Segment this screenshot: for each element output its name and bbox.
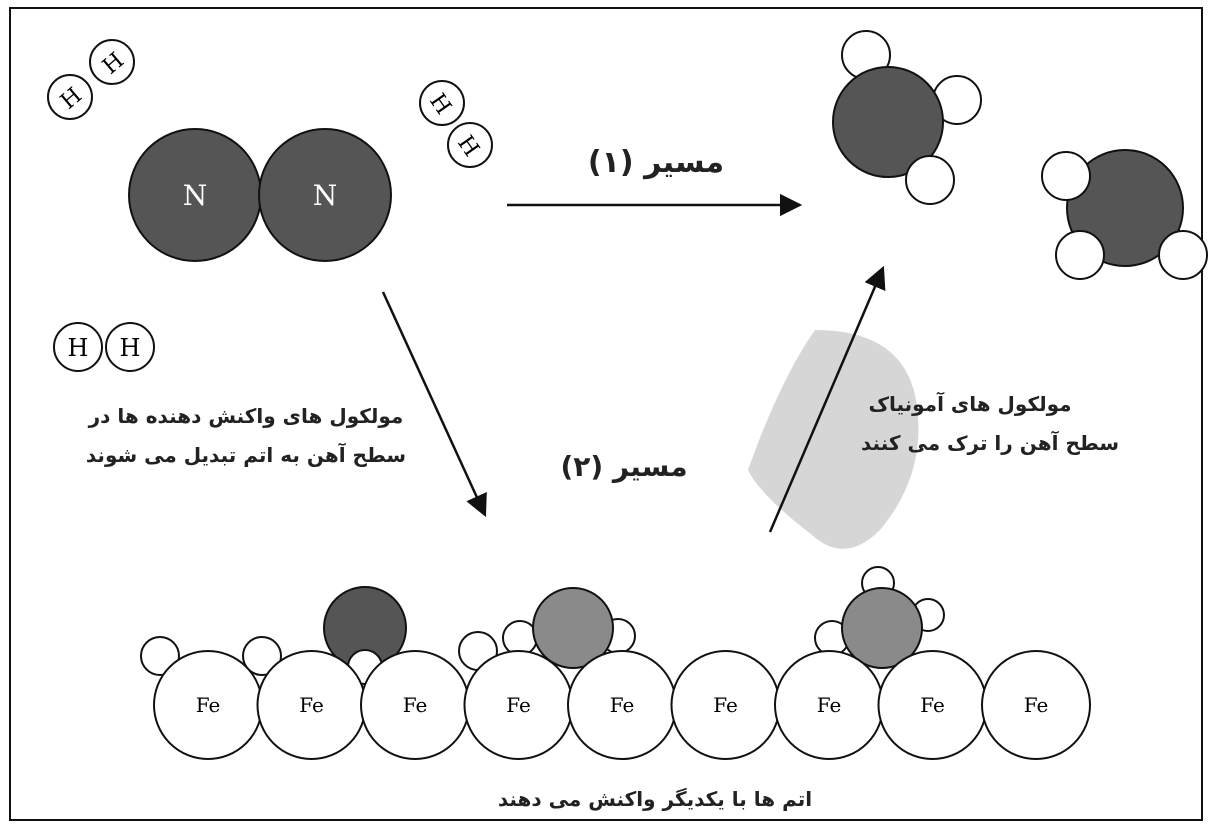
nitrogen-label: N [183, 179, 208, 212]
hydrogen-label: H [68, 334, 89, 362]
nitrogen-label: N [313, 179, 338, 212]
caption-atoms-react: اتم ها با یکدیگر واکنش می دهند [498, 787, 812, 811]
iron-label: Fe [1024, 693, 1049, 717]
caption-ammonia-leaves: مولکول های آمونیاک [868, 391, 1071, 416]
hydrogen-atom [1158, 230, 1208, 280]
caption-ammonia-leaves: سطح آهن را ترک می کنند [861, 430, 1119, 455]
hydrogen-atom [140, 636, 180, 676]
nitrogen-molecule: N N [128, 128, 392, 262]
hydrogen-label: H [120, 334, 141, 362]
hydrogen-atom [53, 322, 103, 372]
iron-atom [981, 650, 1091, 760]
iron-label: Fe [299, 693, 324, 717]
caption-reactants-to-atoms: مولکول های واکنش دهنده ها در [88, 404, 404, 428]
hydrogen-atom [905, 155, 955, 205]
hydrogen-atom [242, 636, 282, 676]
route-2-up-arrow [768, 265, 886, 533]
nitrogen-atom [258, 128, 392, 262]
nitrogen-atom [832, 66, 944, 178]
nitrogen-atom [841, 587, 923, 669]
hydrogen-atom [1041, 151, 1091, 201]
iron-label: Fe [403, 693, 428, 717]
hydrogen-molecule: H H [47, 39, 135, 120]
iron-label: Fe [196, 693, 221, 717]
caption-reactants-to-atoms: سطح آهن به اتم تبدیل می شوند [86, 442, 406, 467]
route-2-label: مسیر (۲) [560, 450, 687, 483]
iron-label: Fe [713, 693, 738, 717]
hydrogen-atom [47, 74, 93, 120]
iron-label: Fe [610, 693, 635, 717]
route-2-down-arrow [381, 291, 487, 518]
nitrogen-atom [532, 587, 614, 669]
ammonia-molecule [832, 30, 982, 205]
hydrogen-atom [1055, 230, 1105, 280]
route-1-label: مسیر (۱) [588, 145, 724, 180]
hydrogen-molecule: H H [53, 322, 155, 372]
highlight-patch [748, 330, 919, 549]
ammonia-molecule [1041, 149, 1208, 280]
hydrogen-atom [105, 322, 155, 372]
iron-surface: Fe Fe Fe Fe Fe Fe Fe Fe Fe [153, 650, 1091, 760]
iron-label: Fe [506, 693, 531, 717]
hydrogen-atom [447, 122, 493, 168]
hydrogen-atom [89, 39, 135, 85]
iron-label: Fe [920, 693, 945, 717]
iron-label: Fe [817, 693, 842, 717]
hydrogen-atom [502, 620, 538, 656]
hydrogen-atom [419, 80, 465, 126]
hydrogen-molecule: H H [419, 80, 493, 168]
